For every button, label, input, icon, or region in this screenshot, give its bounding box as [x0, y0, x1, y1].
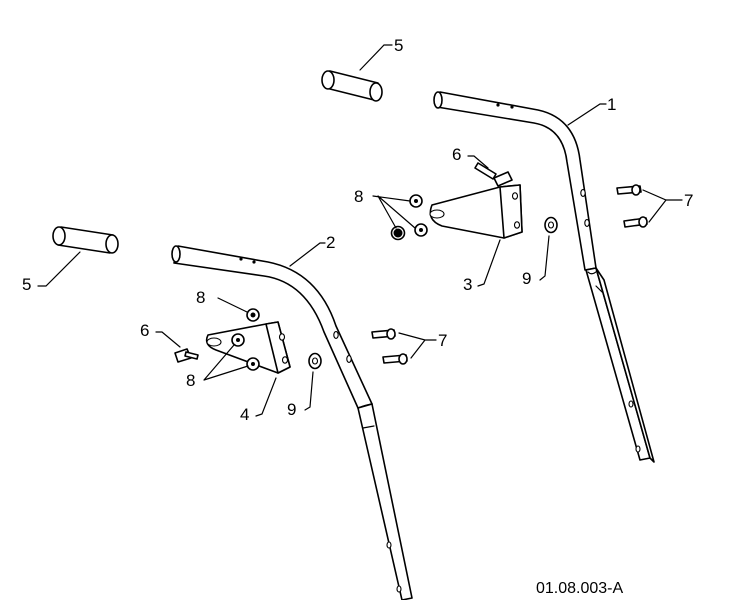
carriage-bolts-left	[371, 328, 408, 365]
callout-bolt-left: 6	[140, 321, 149, 340]
callout-grip-top: 5	[394, 36, 403, 55]
nuts-left-bottom	[231, 333, 260, 371]
figure-code: 01.08.003-A	[536, 580, 624, 597]
callout-carriage-bolts-right: 7	[684, 191, 693, 210]
bracket-left	[205, 321, 291, 374]
leader-carriage-bolts-right	[642, 189, 683, 223]
leader-nut-left-top	[217, 297, 248, 313]
callout-bracket-right: 3	[463, 275, 472, 294]
leader-bracket-left	[255, 377, 277, 417]
nut-left-top	[246, 308, 260, 322]
leader-nuts-right	[372, 195, 416, 229]
leader-bolt-left	[155, 331, 181, 348]
leader-nuts-left-bottom	[203, 344, 249, 381]
callout-nuts-right: 8	[354, 187, 363, 206]
leader-handle-right	[567, 103, 607, 126]
callout-carriage-bolts-left: 7	[438, 331, 447, 350]
nuts-right	[390, 194, 428, 241]
handle-right	[433, 91, 655, 463]
leader-washer-left	[304, 371, 314, 411]
callout-handle-right: 1	[607, 95, 616, 114]
leader-bolt-right	[467, 155, 489, 169]
washer-left	[308, 352, 322, 370]
callout-nut-left-top: 8	[196, 288, 205, 307]
bolt-left	[174, 348, 199, 363]
leader-bracket-right	[477, 239, 501, 287]
callout-bracket-left: 4	[240, 405, 249, 424]
handle-left	[171, 245, 413, 600]
grip-tube-top	[321, 70, 383, 102]
carriage-bolts-right	[616, 184, 648, 228]
leader-handle-left	[289, 242, 326, 267]
bracket-right	[429, 184, 523, 239]
callout-nuts-left-bottom: 8	[186, 371, 195, 390]
leader-grip-left	[37, 251, 81, 287]
bolt-right	[474, 162, 513, 187]
callout-handle-left: 2	[326, 233, 335, 252]
leader-carriage-bolts-left	[398, 332, 437, 359]
callout-washer-right: 9	[522, 269, 531, 288]
grip-tube-left	[52, 226, 119, 254]
washer-right	[544, 216, 558, 234]
callout-bolt-right: 6	[452, 145, 461, 164]
leader-grip-top	[359, 44, 393, 71]
callout-grip-left: 5	[22, 275, 31, 294]
callout-washer-left: 9	[287, 400, 296, 419]
leader-washer-right	[539, 235, 550, 281]
